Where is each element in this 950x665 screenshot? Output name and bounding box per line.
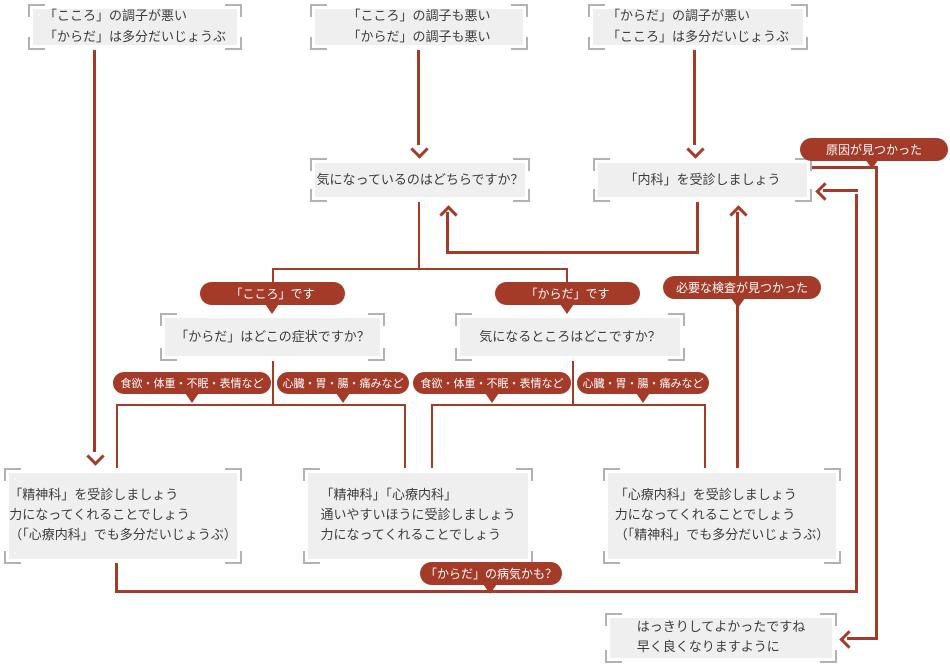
label-organs-right: 心臓・胃・腸・痛みなど — [577, 372, 709, 394]
label-karada-desu: 「からだ」です — [495, 282, 640, 305]
label-cause-found: 原因が見つかった — [800, 138, 948, 161]
connector-line — [115, 563, 118, 593]
arrowhead-down-icon — [86, 447, 105, 466]
label-tail-icon — [265, 304, 279, 314]
label-test-found: 必要な検査が見つかった — [663, 276, 821, 299]
connector-line — [272, 268, 274, 284]
node-text: 力になってくれることでしょう — [9, 508, 190, 523]
node-glad-clear: はっきりしてよかったですね 早く良くなりますように — [605, 613, 837, 663]
node-text: 「心療内科」を受診しましょう — [614, 488, 797, 503]
connector-line — [431, 404, 706, 406]
node-text: 力になってくれることでしょう — [320, 528, 502, 543]
node-shinryo-naika: 「心療内科」を受診しましょう 力になってくれることでしょう （「精神科」でも多分… — [603, 468, 841, 564]
node-either-clinic: 「精神科」「心療内科」 通いやすいほうに受診しましょう 力になってくれることでし… — [303, 468, 533, 564]
connector-line — [823, 189, 858, 192]
node-text: 「からだ」の調子も悪い — [347, 30, 491, 45]
connector-line — [875, 166, 878, 640]
node-text: 「こころ」の調子が悪い — [43, 9, 187, 24]
node-text: はっきりしてよかったですね — [636, 620, 806, 635]
node-seishinka: 「精神科」を受診しましょう 力になってくれることでしょう （「心療内科」でも多分… — [4, 468, 242, 564]
node-text: 気になるところはどこですか？ — [479, 329, 661, 345]
node-text: 「精神科」「心療内科」 — [320, 488, 457, 503]
label-appetite-right: 食欲・体重・不眠・表情など — [413, 372, 571, 394]
connector-line — [704, 404, 706, 468]
connector-line — [404, 404, 406, 468]
connector-line — [431, 404, 433, 468]
node-question-karada: 気になるところはどこですか？ — [455, 313, 685, 361]
label-tail-icon — [485, 393, 499, 403]
connector-line — [572, 361, 574, 405]
node-text: 「内科」を受診しましょう — [624, 172, 781, 188]
connector-line — [272, 361, 274, 405]
node-both-bad: 「こころ」の調子も悪い 「からだ」の調子も悪い — [310, 4, 528, 50]
arrowhead-left-icon — [839, 630, 858, 649]
label-appetite-left: 食欲・体重・不眠・表情など — [113, 372, 271, 394]
node-question-kokoro: 「からだ」はどこの症状ですか？ — [160, 313, 385, 361]
label-tail-icon — [865, 159, 879, 169]
label-tail-icon — [185, 393, 199, 403]
connector-line — [446, 251, 699, 254]
connector-line — [693, 50, 696, 145]
label-karada-byoki: 「からだ」の病気かも？ — [420, 562, 562, 585]
node-text: 「こころ」の調子も悪い — [347, 9, 491, 24]
connector-line — [116, 404, 118, 468]
node-kokoro-bad: 「こころ」の調子が悪い 「からだ」は多分だいじょうぶ — [28, 4, 242, 50]
node-text: 「からだ」は多分だいじょうぶ — [43, 30, 226, 45]
node-text: 「こころ」は多分だいじょうぶ — [606, 30, 789, 45]
node-text: 気になっているのはどちらですか？ — [316, 172, 524, 188]
arrowhead-left-icon — [815, 182, 834, 201]
connector-line — [417, 50, 420, 145]
label-tail-icon — [336, 393, 350, 403]
node-karada-bad: 「からだ」の調子が悪い 「こころ」は多分だいじょうぶ — [588, 4, 808, 50]
node-text: 「精神科」を受診しましょう — [9, 488, 179, 503]
label-tail-icon — [483, 584, 497, 594]
node-which-concern: 気になっているのはどちらですか？ — [310, 158, 530, 202]
connector-line — [566, 268, 568, 284]
arrowhead-down-icon — [686, 140, 705, 159]
node-naika: 「内科」を受診しましょう — [593, 158, 812, 202]
connector-line — [696, 202, 699, 254]
label-organs-left: 心臓・胃・腸・痛みなど — [277, 372, 409, 394]
node-text: （「精神科」でも多分だいじょうぶ） — [614, 528, 830, 543]
label-tail-icon — [560, 304, 574, 314]
connector-line — [272, 268, 568, 270]
arrowhead-down-icon — [410, 140, 429, 159]
connector-line — [418, 202, 420, 268]
label-tail-icon — [636, 393, 650, 403]
connector-line — [855, 194, 858, 593]
label-kokoro-desu: 「こころ」です — [200, 282, 345, 305]
connector-line — [116, 404, 406, 406]
arrowhead-up-icon — [439, 205, 458, 224]
node-text: 力になってくれることでしょう — [614, 508, 796, 523]
node-text: 早く良くなりますように — [636, 640, 780, 655]
node-text: 「からだ」の調子が悪い — [606, 9, 750, 24]
arrowhead-up-icon — [729, 205, 748, 224]
node-text: （「心療内科」でも多分だいじょうぶ） — [9, 528, 237, 543]
connector-line — [446, 212, 449, 254]
connector-line — [812, 166, 878, 169]
connector-line — [93, 50, 96, 452]
node-text: 通いやすいほうに受診しましょう — [320, 508, 516, 523]
connector-line — [847, 637, 878, 640]
connector-line — [736, 212, 739, 468]
node-text: 「からだ」はどこの症状ですか？ — [175, 329, 370, 345]
label-tail-icon — [731, 298, 745, 308]
